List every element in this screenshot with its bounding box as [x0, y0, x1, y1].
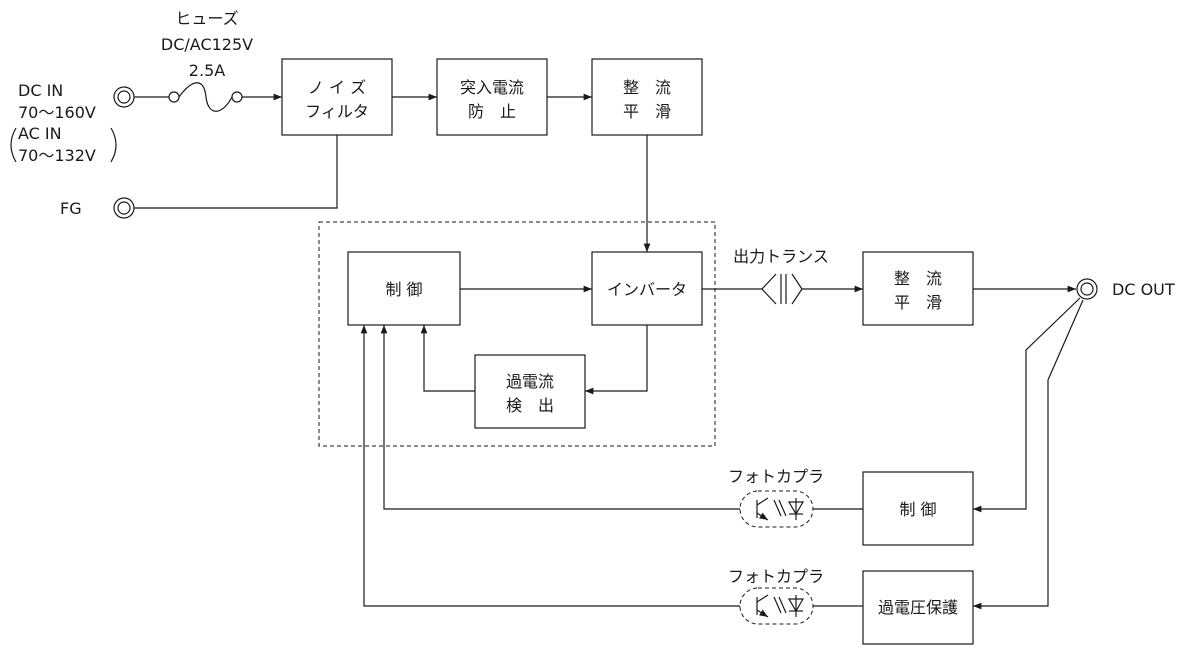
fg-terminal-icon — [113, 197, 135, 219]
transformer-icon — [761, 273, 803, 305]
wire-inverter-overcurrent — [585, 325, 648, 395]
control-feedback-block: 制 御 — [862, 471, 974, 546]
fuse-rating: DC/AC125V — [161, 35, 253, 54]
dc-out-terminal-icon — [1076, 278, 1098, 300]
noise-filter-block: ノ イ ズ フィルタ — [281, 58, 393, 136]
noise-filter-line1: ノ イ ズ — [308, 78, 366, 97]
dc-in-label: DC IN — [18, 81, 63, 100]
dc-out-label: DC OUT — [1112, 280, 1175, 299]
overcurrent-line1: 過電流 — [506, 372, 554, 391]
output-transformer-label: 出力トランス — [733, 247, 829, 266]
inverter-label: インバータ — [607, 280, 687, 299]
fuse-current: 2.5A — [189, 61, 225, 80]
wire-dcout-overvoltage — [973, 299, 1084, 610]
ac-in-range: 70～132V — [18, 146, 96, 165]
photocoupler-2-label: フォトカプラ — [728, 567, 824, 586]
input-terminal-icon — [113, 86, 135, 108]
control-feedback-label: 制 御 — [899, 500, 936, 519]
control-main-block: 制 御 — [347, 251, 461, 326]
overvoltage-protection-block: 過電圧保護 — [862, 570, 974, 645]
rectifier1-line1: 整 流 — [623, 78, 671, 97]
inverter-block: インバータ — [591, 251, 703, 326]
ac-in-left-paren — [10, 127, 17, 163]
control-main-label: 制 御 — [385, 280, 422, 299]
dc-in-range: 70～160V — [18, 103, 96, 122]
fg-label: FG — [60, 199, 82, 218]
fuse-name: ヒューズ — [175, 9, 238, 28]
ac-in-right-paren — [110, 127, 117, 163]
wire-dcout-control-feedback — [973, 297, 1081, 513]
inrush-line2: 防 止 — [468, 102, 516, 121]
wire-overcurrent-control — [420, 325, 475, 392]
rectifier-smoothing-2-block: 整 流 平 滑 — [862, 251, 974, 326]
photocoupler-2-icon — [739, 587, 814, 625]
overcurrent-detection-block: 過電流 検 出 — [474, 354, 586, 429]
rectifier1-line2: 平 滑 — [623, 102, 671, 121]
ac-in-label: AC IN — [18, 124, 62, 143]
overcurrent-line2: 検 出 — [506, 396, 554, 415]
primary-control-region — [318, 221, 716, 447]
wire-fg-noise-filter — [134, 135, 338, 209]
rectifier-smoothing-1-block: 整 流 平 滑 — [591, 58, 703, 136]
rectifier2-line2: 平 滑 — [894, 293, 942, 312]
fuse-icon — [168, 82, 243, 112]
inrush-line1: 突入電流 — [460, 78, 524, 97]
inrush-prevention-block: 突入電流 防 止 — [436, 58, 548, 136]
wire-photocoupler2-control — [360, 325, 740, 607]
photocoupler-1-icon — [739, 490, 814, 528]
wire-photocoupler1-control — [380, 325, 740, 510]
rectifier2-line1: 整 流 — [894, 269, 942, 288]
photocoupler-1-label: フォトカプラ — [728, 467, 824, 486]
overvoltage-label: 過電圧保護 — [878, 598, 958, 617]
noise-filter-line2: フィルタ — [305, 102, 369, 121]
